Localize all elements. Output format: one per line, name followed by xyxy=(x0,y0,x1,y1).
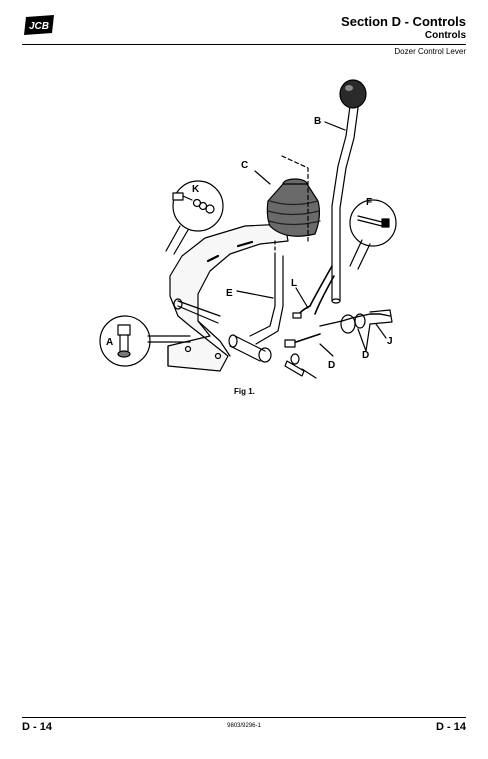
callout-j: J xyxy=(387,336,393,347)
lever-knob xyxy=(339,79,367,109)
logo-text: JCB xyxy=(29,21,49,32)
callout-e: E xyxy=(226,288,233,299)
callout-c: C xyxy=(241,160,248,171)
switch-assembly xyxy=(319,313,391,327)
wiring-harness-l xyxy=(297,265,335,317)
callout-b: B xyxy=(314,116,321,127)
callout-detail-f xyxy=(349,199,397,270)
dozer-control-lever-diagram: A B C D D E F J K L xyxy=(99,79,397,379)
figure-caption: Fig 1. xyxy=(234,387,255,396)
callout-l: L xyxy=(291,278,297,289)
callout-a: A xyxy=(106,337,113,348)
pivot-tube xyxy=(177,300,221,324)
page-number-right: D - 14 xyxy=(436,721,466,733)
callout-detail-a xyxy=(99,315,191,367)
page-number-left: D - 14 xyxy=(22,721,52,733)
document-number: 9803/9296-1 xyxy=(227,723,261,729)
header-rule xyxy=(22,44,466,45)
section-title: Section D - Controls xyxy=(341,14,466,29)
callout-d-1: D xyxy=(328,360,335,371)
footer-rule xyxy=(22,717,466,718)
mounting-bracket xyxy=(167,223,289,372)
callout-f: F xyxy=(366,197,372,208)
callout-detail-k xyxy=(165,180,224,255)
lever-rod-e xyxy=(249,255,284,345)
callout-k: K xyxy=(192,184,200,195)
jcb-logo: JCB xyxy=(24,15,54,35)
callout-d-2: D xyxy=(362,350,369,361)
page-subtitle: Dozer Control Lever xyxy=(394,47,466,56)
rubber-boot-c xyxy=(266,178,321,237)
main-lever-b xyxy=(331,105,359,302)
section-subtitle: Controls xyxy=(424,30,466,41)
